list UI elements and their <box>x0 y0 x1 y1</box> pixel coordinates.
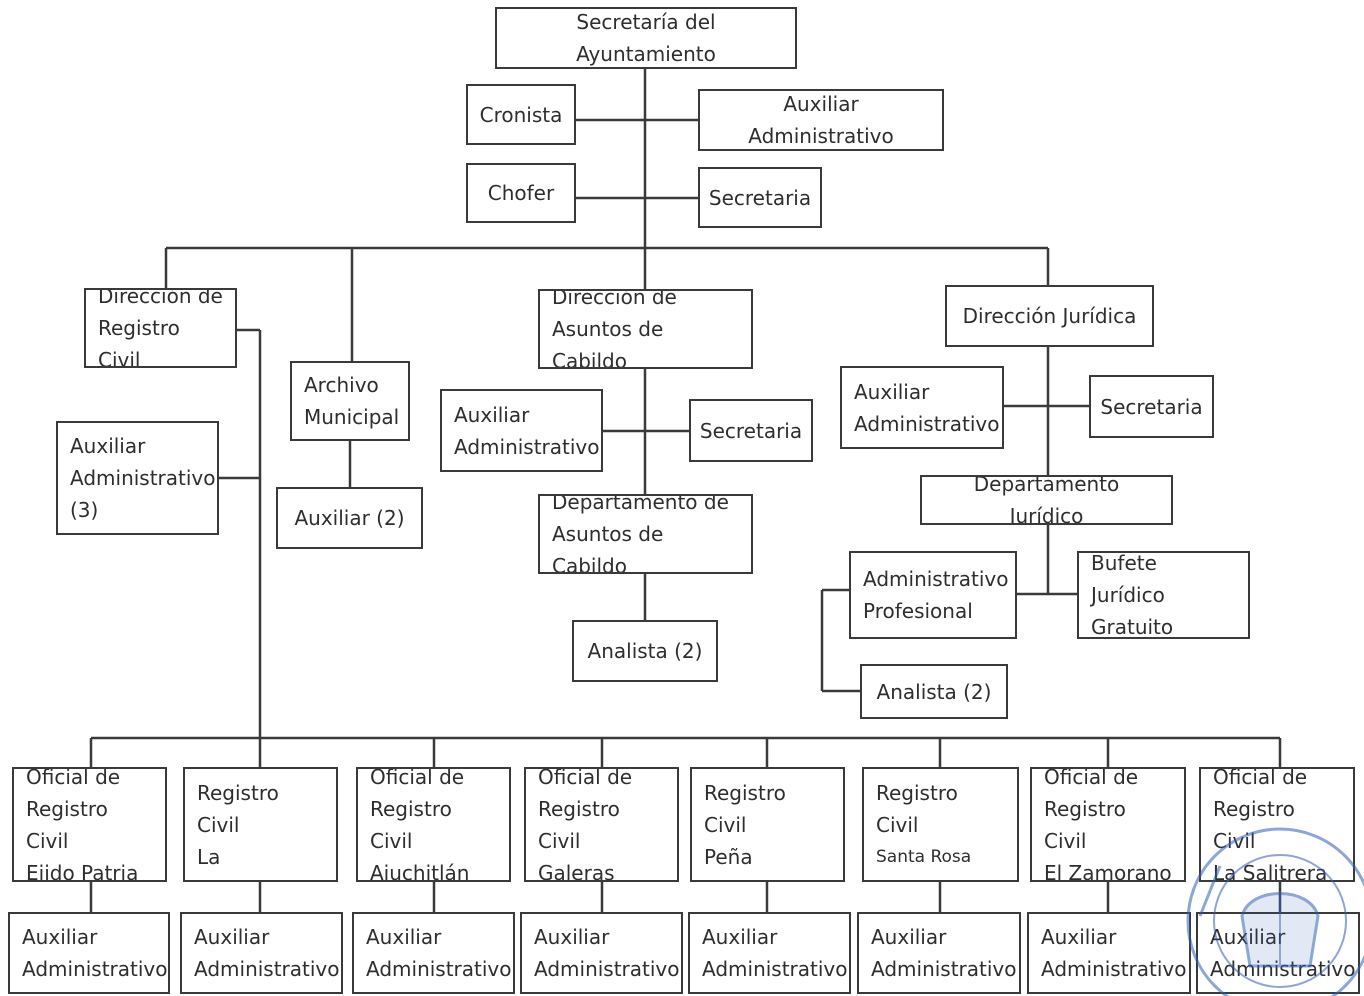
oficial-title: Oficial de <box>876 769 1005 777</box>
node-label: Dirección de Registro Civil <box>98 288 223 368</box>
node-auxiliar-administrativo-top: Auxiliar Administrativo <box>698 89 944 151</box>
assistant-label: Auxiliar Administrativo <box>194 925 340 981</box>
node-cronista: Cronista <box>466 84 576 145</box>
node-label: Auxiliar (2) <box>294 506 405 530</box>
node-direccion-registro-civil: Dirección de Registro Civil <box>84 288 237 368</box>
assistant-label: Auxiliar Administrativo <box>366 925 512 981</box>
oficial-place: El Zamorano <box>1044 860 1172 882</box>
node-secretaria-juridica: Secretaria <box>1089 375 1214 438</box>
node-label: Cronista <box>479 102 563 127</box>
oficial-title: Oficial de <box>370 767 465 789</box>
node-auxiliar-pena-colorada: Auxiliar Administrativo <box>688 912 851 994</box>
node-label: Chofer <box>487 181 555 205</box>
oficial-line2: Registro Civil <box>538 796 620 853</box>
node-secretaria-cabildo: Secretaria <box>689 399 813 462</box>
node-auxiliar-el-zamorano: Auxiliar Administrativo <box>1027 912 1191 994</box>
oficial-place: Ejido Patria <box>26 860 139 882</box>
node-auxiliar-ejido-patria: Auxiliar Administrativo <box>8 912 170 994</box>
node-label: Bufete Jurídico Gratuito <box>1091 551 1174 639</box>
node-label: Analista (2) <box>876 679 992 704</box>
official-seal-stamp <box>1186 827 1364 996</box>
node-departamento-asuntos-cabildo: Departamento de Asuntos de Cabildo <box>538 494 753 574</box>
oficial-line2: Registro Civil <box>26 796 108 853</box>
node-label: Departamento Jurídico <box>973 475 1120 525</box>
node-label: Administrativo Profesional <box>863 567 1009 623</box>
node-label: Analista (2) <box>587 639 703 663</box>
assistant-label: Auxiliar Administrativo <box>702 925 848 981</box>
oficial-line2: Registro Civil <box>197 780 279 837</box>
node-auxiliar-la-salitrera: Auxiliar Administrativo <box>1196 912 1360 994</box>
node-administrativo-profesional: Administrativo Profesional <box>849 551 1017 639</box>
node-label: Departamento de Asuntos de Cabildo <box>552 494 729 574</box>
node-direccion-juridica: Dirección Jurídica <box>945 285 1154 347</box>
node-oficial-el-zamorano: Oficial de Registro Civil El Zamorano <box>1030 767 1186 882</box>
node-secretaria-ayuntamiento: Secretaría del Ayuntamiento <box>495 7 797 69</box>
node-label: Auxiliar Administrativo <box>454 402 600 459</box>
node-auxiliar-administrativo-juridica: Auxiliar Administrativo <box>840 366 1004 449</box>
oficial-title: Oficial de <box>538 767 633 789</box>
node-analista-cabildo: Analista (2) <box>572 620 718 682</box>
node-label: Secretaría del Ayuntamiento <box>576 10 716 66</box>
oficial-line2: Registro Civil <box>876 780 958 837</box>
node-chofer: Chofer <box>466 163 576 223</box>
node-auxiliar-ajuchitlan: Auxiliar Administrativo <box>352 912 515 994</box>
node-label: Archivo Municipal <box>304 373 400 429</box>
node-departamento-juridico: Departamento Jurídico <box>920 475 1173 525</box>
node-label: Secretaria <box>1100 394 1203 419</box>
node-bufete-juridico-gratuito: Bufete Jurídico Gratuito <box>1077 551 1250 639</box>
oficial-place: Peña Colorada <box>704 844 793 881</box>
oficial-place: Ajuchitlán <box>370 860 470 882</box>
node-auxiliar-galeras: Auxiliar Administrativo <box>520 912 683 994</box>
node-label: Auxiliar Administrativo <box>854 379 1000 436</box>
node-auxiliar-santa-rosa-lima: Auxiliar Administrativo <box>857 912 1021 994</box>
oficial-title: Oficial de <box>197 769 324 777</box>
oficial-line2: Registro Civil <box>370 796 452 853</box>
node-archivo-municipal: Archivo Municipal <box>290 361 410 441</box>
oficial-title: Oficial de <box>704 769 831 777</box>
node-label: Auxiliar Administrativo <box>748 92 894 148</box>
node-analista-juridica: Analista (2) <box>860 664 1008 719</box>
assistant-label: Auxiliar Administrativo <box>534 925 680 981</box>
oficial-line2: Registro Civil <box>1044 796 1126 853</box>
oficial-title: Oficial de <box>26 767 121 789</box>
oficial-place: La Salitrera <box>1213 860 1328 882</box>
assistant-label: Auxiliar Administrativo <box>871 925 1017 981</box>
oficial-title: Oficial de <box>1044 767 1139 789</box>
node-auxiliar-2: Auxiliar (2) <box>276 487 423 549</box>
oficial-line2: Registro Civil <box>704 780 786 837</box>
assistant-label: Auxiliar Administrativo <box>22 925 168 981</box>
node-label: Auxiliar Administrativo (3) <box>70 434 216 522</box>
oficial-place: Galeras <box>538 860 615 882</box>
node-oficial-la-esperanza: Oficial de Registro Civil La Esperanza <box>183 767 338 882</box>
node-label: Secretaria <box>708 185 812 210</box>
node-label: Dirección Jurídica <box>962 304 1137 328</box>
oficial-place: Santa Rosa Lima <box>876 846 972 881</box>
oficial-line2: Registro Civil <box>1213 796 1295 853</box>
node-auxiliar-administrativo-3: Auxiliar Administrativo (3) <box>56 421 219 535</box>
oficial-place: La Esperanza <box>197 844 301 881</box>
node-label: Secretaria <box>699 418 803 443</box>
assistant-label: Auxiliar Administrativo <box>1041 925 1187 981</box>
oficial-title: Oficial de <box>1213 767 1308 789</box>
node-label: Dirección de Asuntos de Cabildo <box>552 289 677 369</box>
node-oficial-la-salitrera: Oficial de Registro Civil La Salitrera <box>1199 767 1355 882</box>
node-auxiliar-la-esperanza: Auxiliar Administrativo <box>180 912 343 994</box>
node-auxiliar-administrativo-cabildo: Auxiliar Administrativo <box>440 389 603 472</box>
node-secretaria-top: Secretaria <box>698 167 822 228</box>
node-direccion-asuntos-cabildo: Dirección de Asuntos de Cabildo <box>538 289 753 369</box>
